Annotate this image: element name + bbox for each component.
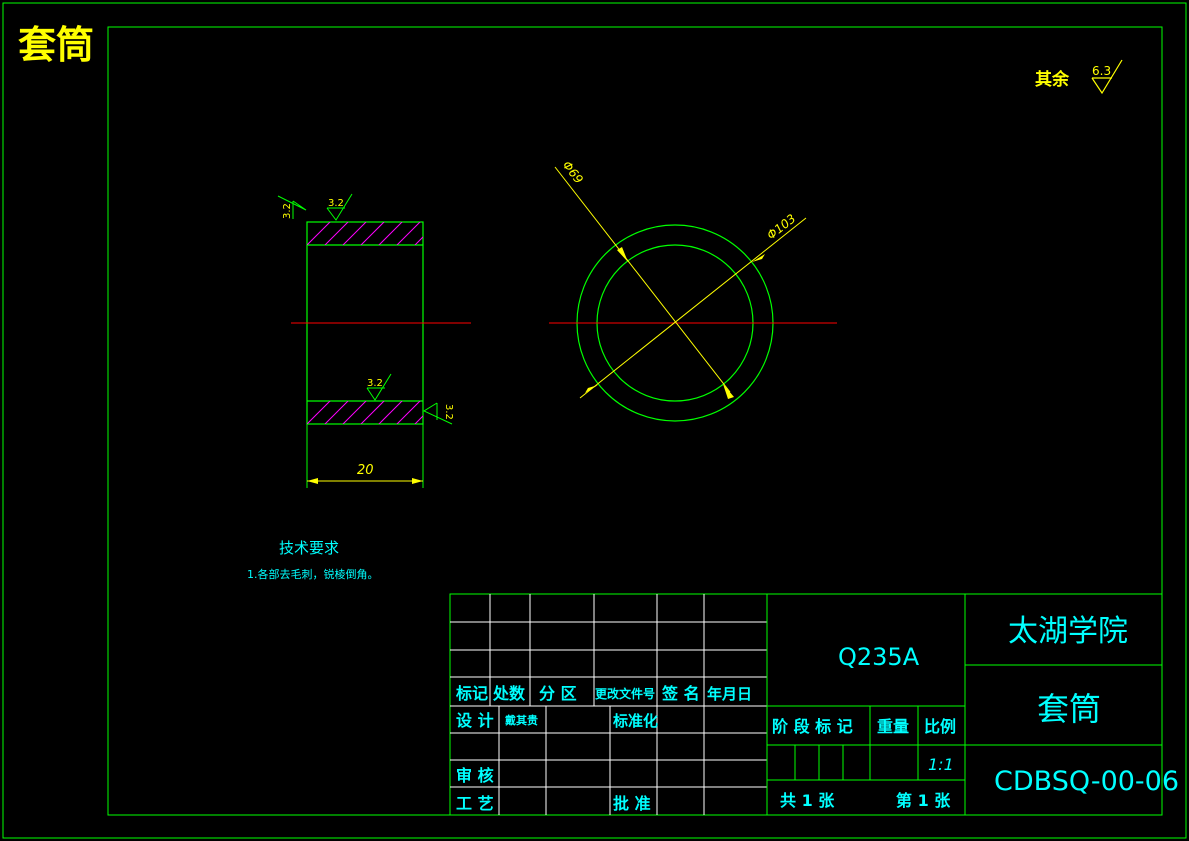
design-label: 设 计 (456, 711, 494, 730)
hatch-top (307, 222, 423, 245)
tech-requirements-item: 1.各部去毛刺，锐棱倒角。 (247, 567, 379, 581)
roughness-top: 3.2 (326, 193, 353, 221)
header-change-doc: 更改文件号 (595, 686, 655, 701)
roughness-symbol-icon (1091, 59, 1123, 95)
tech-requirements-heading: 技术要求 (279, 539, 339, 557)
scale-value: 1:1 (928, 755, 954, 774)
roughness-left: 3.2 (277, 195, 307, 219)
svg-text:3.2: 3.2 (328, 198, 344, 209)
svg-text:3.2: 3.2 (443, 404, 454, 420)
dim-outer-leader (579, 217, 807, 399)
drawing-number: CDBSQ-00-06 (994, 766, 1179, 797)
header-count: 处数 (492, 684, 526, 703)
front-view: Φ69 Φ103 (549, 158, 837, 422)
process-label: 工 艺 (456, 794, 494, 813)
header-mark: 标记 (455, 684, 488, 703)
svg-text:3.2: 3.2 (282, 203, 293, 219)
dimension-length-text: 20 (357, 463, 374, 478)
side-view: 3.2 3.2 3.2 3.2 20 (277, 193, 471, 488)
sheet-total: 共 1 张 (780, 791, 835, 810)
dim-inner-leader (554, 166, 731, 393)
roughness-note-label: 其余 (1035, 69, 1070, 90)
drawing-title: 套筒 (18, 23, 94, 67)
header-signature: 签 名 (661, 684, 700, 703)
title-block: 标记 处数 分 区 更改文件号 签 名 年月日 设 计 戴其贵 标准化 审 核 … (449, 593, 1179, 816)
weight-label: 重量 (877, 717, 909, 736)
material: Q235A (838, 643, 920, 671)
scale-label: 比例 (924, 717, 956, 736)
roughness-note-value: 6.3 (1092, 64, 1111, 78)
header-date: 年月日 (707, 685, 752, 703)
dim-inner-text: Φ69 (560, 158, 586, 186)
roughness-right: 3.2 (422, 402, 454, 425)
roughness-note: 其余 6.3 (1035, 59, 1123, 95)
designer-name: 戴其贵 (505, 713, 538, 727)
header-zone: 分 区 (539, 684, 577, 703)
stage-label: 阶 段 标 记 (772, 717, 853, 736)
svg-text:3.2: 3.2 (367, 378, 383, 389)
school-name: 太湖学院 (1008, 614, 1128, 649)
hatch-bottom (307, 401, 423, 424)
part-name: 套筒 (1037, 690, 1101, 728)
standardization-label: 标准化 (612, 712, 658, 730)
review-label: 审 核 (456, 766, 494, 785)
approve-label: 批 准 (613, 794, 651, 813)
dimension-length: 20 (306, 424, 424, 488)
roughness-inner: 3.2 (366, 373, 392, 401)
sheet-index: 第 1 张 (896, 791, 951, 810)
